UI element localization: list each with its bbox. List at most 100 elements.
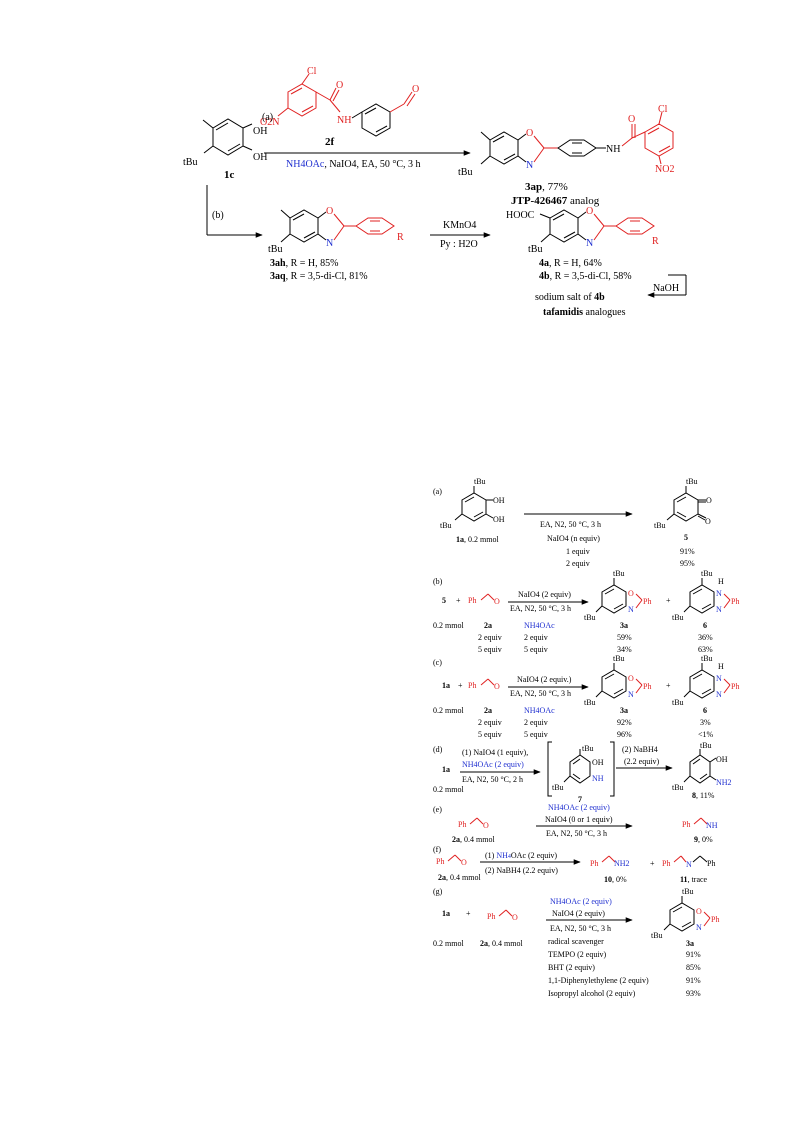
atom-ph: Ph <box>458 820 466 829</box>
atom-o: O <box>705 517 711 526</box>
atom-ph: Ph <box>643 682 651 691</box>
molecule-2f: Cl O NH O2N O 2f <box>260 66 419 148</box>
compound-label-3a: 3a <box>620 706 628 715</box>
conditions: NaIO4 (2 equiv) <box>518 590 571 599</box>
molecule-3a: tBu tBu O N Ph <box>651 887 719 940</box>
reagent-kmno4: KMnO4 <box>443 220 476 231</box>
atom-tbu: tBu <box>613 569 625 578</box>
plus-sign: + <box>650 859 655 868</box>
conditions: NH4OAc (2 equiv) <box>462 760 524 769</box>
yield-cell: 36% <box>698 633 713 642</box>
bracket-left <box>547 741 552 797</box>
atom-ph: Ph <box>707 859 715 868</box>
molecule-3a: tBu tBu O N Ph <box>584 654 651 707</box>
atom-o: O <box>696 907 702 916</box>
cell: 5 equiv <box>524 645 548 654</box>
yield-4a: 4a, R = H, 64% <box>539 258 602 269</box>
compound-label-8: 8, 11% <box>692 791 715 800</box>
yield-cell: 91% <box>680 547 695 556</box>
sm-1a: 1a, 0.2 mmol <box>456 535 499 544</box>
atom-ph: Ph <box>487 912 495 921</box>
atom-nh2: NH2 <box>614 859 630 868</box>
panel-a: (a) tBu OH OH tBu 1a, 0.2 mmol EA, N2, 5… <box>433 477 712 568</box>
atom-nh: NH <box>606 144 620 155</box>
plus-sign: + <box>666 681 671 690</box>
yield-cell: 34% <box>617 645 632 654</box>
molecule-3ap: tBu O N NH O Cl NO2 3ap, 77% <box>458 104 674 207</box>
conditions: NaIO4 (2 equiv) <box>552 909 605 918</box>
atom-o: O <box>706 496 712 505</box>
equiv-cell: 2 equiv <box>566 559 590 568</box>
conditions-a: NH4OAc, NaIO4, EA, 50 °C, 3 h <box>286 159 421 170</box>
atom-n: N <box>716 690 722 699</box>
yield-cell: 95% <box>680 559 695 568</box>
cell: 5 equiv <box>524 730 548 739</box>
atom-nh: NH <box>592 774 604 783</box>
amount: 0.2 mmol <box>433 785 464 794</box>
column-header: radical scavenger <box>548 937 604 946</box>
molecule-3a: tBu tBu O N Ph <box>584 569 651 622</box>
atom-ph: Ph <box>682 820 690 829</box>
atom-n: N <box>716 605 722 614</box>
atom-o: O <box>461 858 467 867</box>
step-label-b: (b) <box>212 210 224 221</box>
plus-sign: + <box>466 909 471 918</box>
atom-nh2: NH2 <box>716 778 732 787</box>
atom-r: R <box>397 232 404 243</box>
atom-tbu: tBu <box>268 244 282 255</box>
atom-tbu: tBu <box>582 744 594 753</box>
atom-hooc: HOOC <box>506 210 535 221</box>
plus-sign: + <box>458 681 463 690</box>
atom-n: N <box>326 238 333 249</box>
atom-tbu: tBu <box>651 931 663 940</box>
compound-label-2f: 2f <box>325 136 335 148</box>
panel-c: (c) 1a + Ph O NaIO4 (2 equiv.) EA, N2, 5… <box>433 654 739 739</box>
atom-n: N <box>628 605 634 614</box>
atom-tbu: tBu <box>613 654 625 663</box>
solvent-py-h2o: Py : H2O <box>440 239 478 250</box>
conditions: EA, N2, 50 °C, 3 h <box>550 924 611 933</box>
scheme-2: (a) tBu OH OH tBu 1a, 0.2 mmol EA, N2, 5… <box>433 477 739 998</box>
atom-o: O <box>628 674 634 683</box>
atom-o: O <box>628 589 634 598</box>
compound-label-11: 11, trace <box>680 875 708 884</box>
reagent-naoh: NaOH <box>653 283 679 294</box>
atom-ph: Ph <box>468 596 476 605</box>
compound-label-10: 10, 0% <box>604 875 627 884</box>
cell: 2 equiv <box>524 718 548 727</box>
compound-label-3ap: 3ap, 77% <box>525 181 568 193</box>
atom-tbu: tBu <box>701 654 713 663</box>
atom-ph: Ph <box>436 857 444 866</box>
atom-oh: OH <box>592 758 604 767</box>
atom-oh: OH <box>716 755 728 764</box>
analog-caption: JTP-426467 analog <box>511 195 600 207</box>
panel-label-g: (g) <box>433 887 443 896</box>
sm-2a: 2a, 0.4 mmol <box>452 835 495 844</box>
atom-r: R <box>652 236 659 247</box>
equiv-cell: 1 equiv <box>566 547 590 556</box>
atom-ph: Ph <box>468 681 476 690</box>
atom-oh: OH <box>253 126 267 137</box>
atom-oh: OH <box>253 152 267 163</box>
panel-label-f: (f) <box>433 845 441 854</box>
atom-tbu: tBu <box>528 244 542 255</box>
atom-tbu: tBu <box>686 477 698 486</box>
compound-label-3a: 3a <box>686 939 694 948</box>
atom-ph: Ph <box>711 915 719 924</box>
compound-label-6: 6 <box>703 621 707 630</box>
yield-4b: 4b, R = 3,5-di-Cl, 58% <box>539 271 632 282</box>
cell: 5 equiv <box>478 730 502 739</box>
atom-ph: Ph <box>590 859 598 868</box>
conditions: NH4OAc (2 equiv) <box>548 803 610 812</box>
compound-label-9: 9, 0% <box>694 835 713 844</box>
atom-tbu: tBu <box>552 783 564 792</box>
yield-cell: 59% <box>617 633 632 642</box>
panel-b: (b) 5 + Ph O NaIO4 (2 equiv) EA, N2, 50 … <box>433 569 739 654</box>
compound-label-6: 6 <box>703 706 707 715</box>
compound-label-1a: 1a <box>442 909 450 918</box>
cell: 2 equiv <box>478 718 502 727</box>
molecule-1c: OH OH tBu 1c <box>183 118 267 181</box>
molecule-6: tBu tBu H N N Ph <box>672 654 739 707</box>
atom-tbu: tBu <box>672 698 684 707</box>
panel-f: (f) Ph O 2a, 0.4 mmol (1) NH4OAc (2 equi… <box>433 845 715 884</box>
